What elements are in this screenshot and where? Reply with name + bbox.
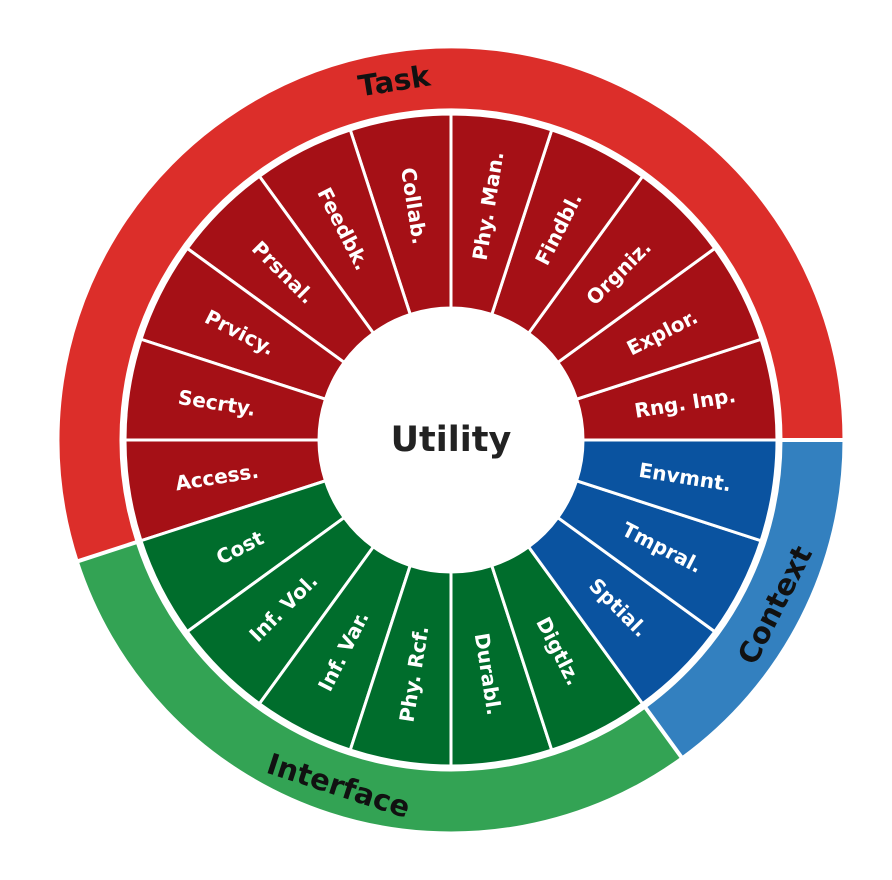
- category-band-task: [56, 45, 846, 564]
- center-hub: [319, 308, 583, 572]
- criteria-ring: [123, 112, 779, 768]
- center-label: Utility: [391, 420, 512, 460]
